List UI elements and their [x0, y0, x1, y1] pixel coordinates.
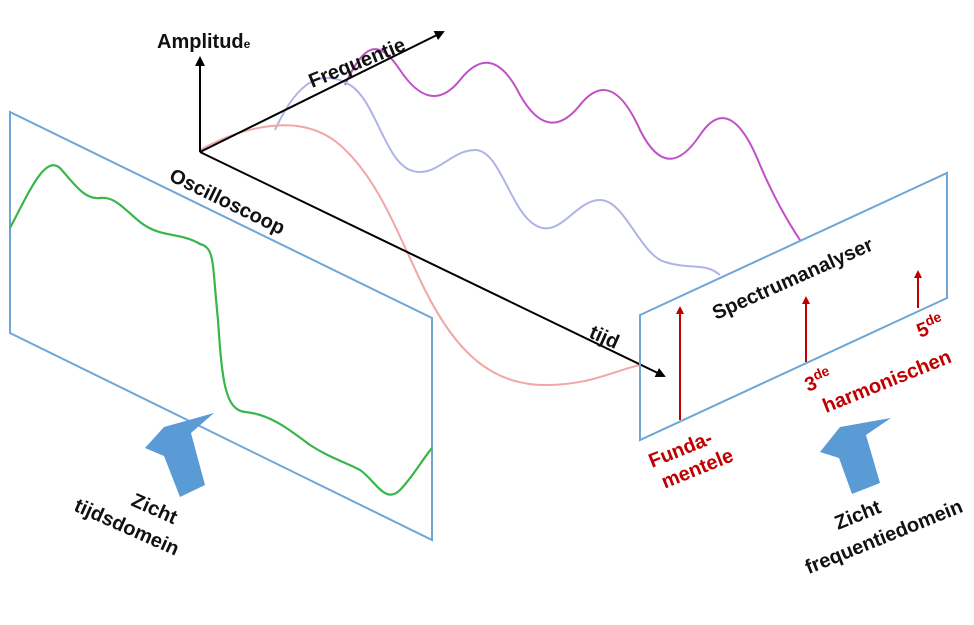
frequency-label: Frequentie: [306, 34, 409, 93]
spectrum-panel: [639, 171, 948, 442]
time-view-arrow: [145, 413, 214, 497]
freq-view-arrow: [820, 418, 891, 494]
oscilloscope-panel: [9, 110, 433, 542]
harmonics-label: harmonischen: [820, 346, 955, 418]
green-wave: [9, 164, 433, 496]
blue-wave: [274, 76, 721, 276]
amplitude-label: Amplitude: [157, 31, 251, 53]
red-wave: [199, 124, 641, 387]
frequency-axis: [199, 31, 445, 153]
third-harmonic-label: 3de: [800, 362, 835, 396]
oscilloscope-label: Oscilloscoop: [166, 165, 289, 240]
freq-view-label: Zicht frequentiedomein: [791, 468, 966, 579]
fifth-harmonic-label: 5de: [912, 308, 947, 342]
magenta-wave: [344, 48, 801, 241]
fundamental-label: Funda- mentele: [646, 422, 737, 494]
time-label: tijd: [586, 321, 622, 353]
spectrum-analyser-label: Spectrumanalyser: [709, 234, 877, 325]
time-axis: [199, 151, 666, 378]
